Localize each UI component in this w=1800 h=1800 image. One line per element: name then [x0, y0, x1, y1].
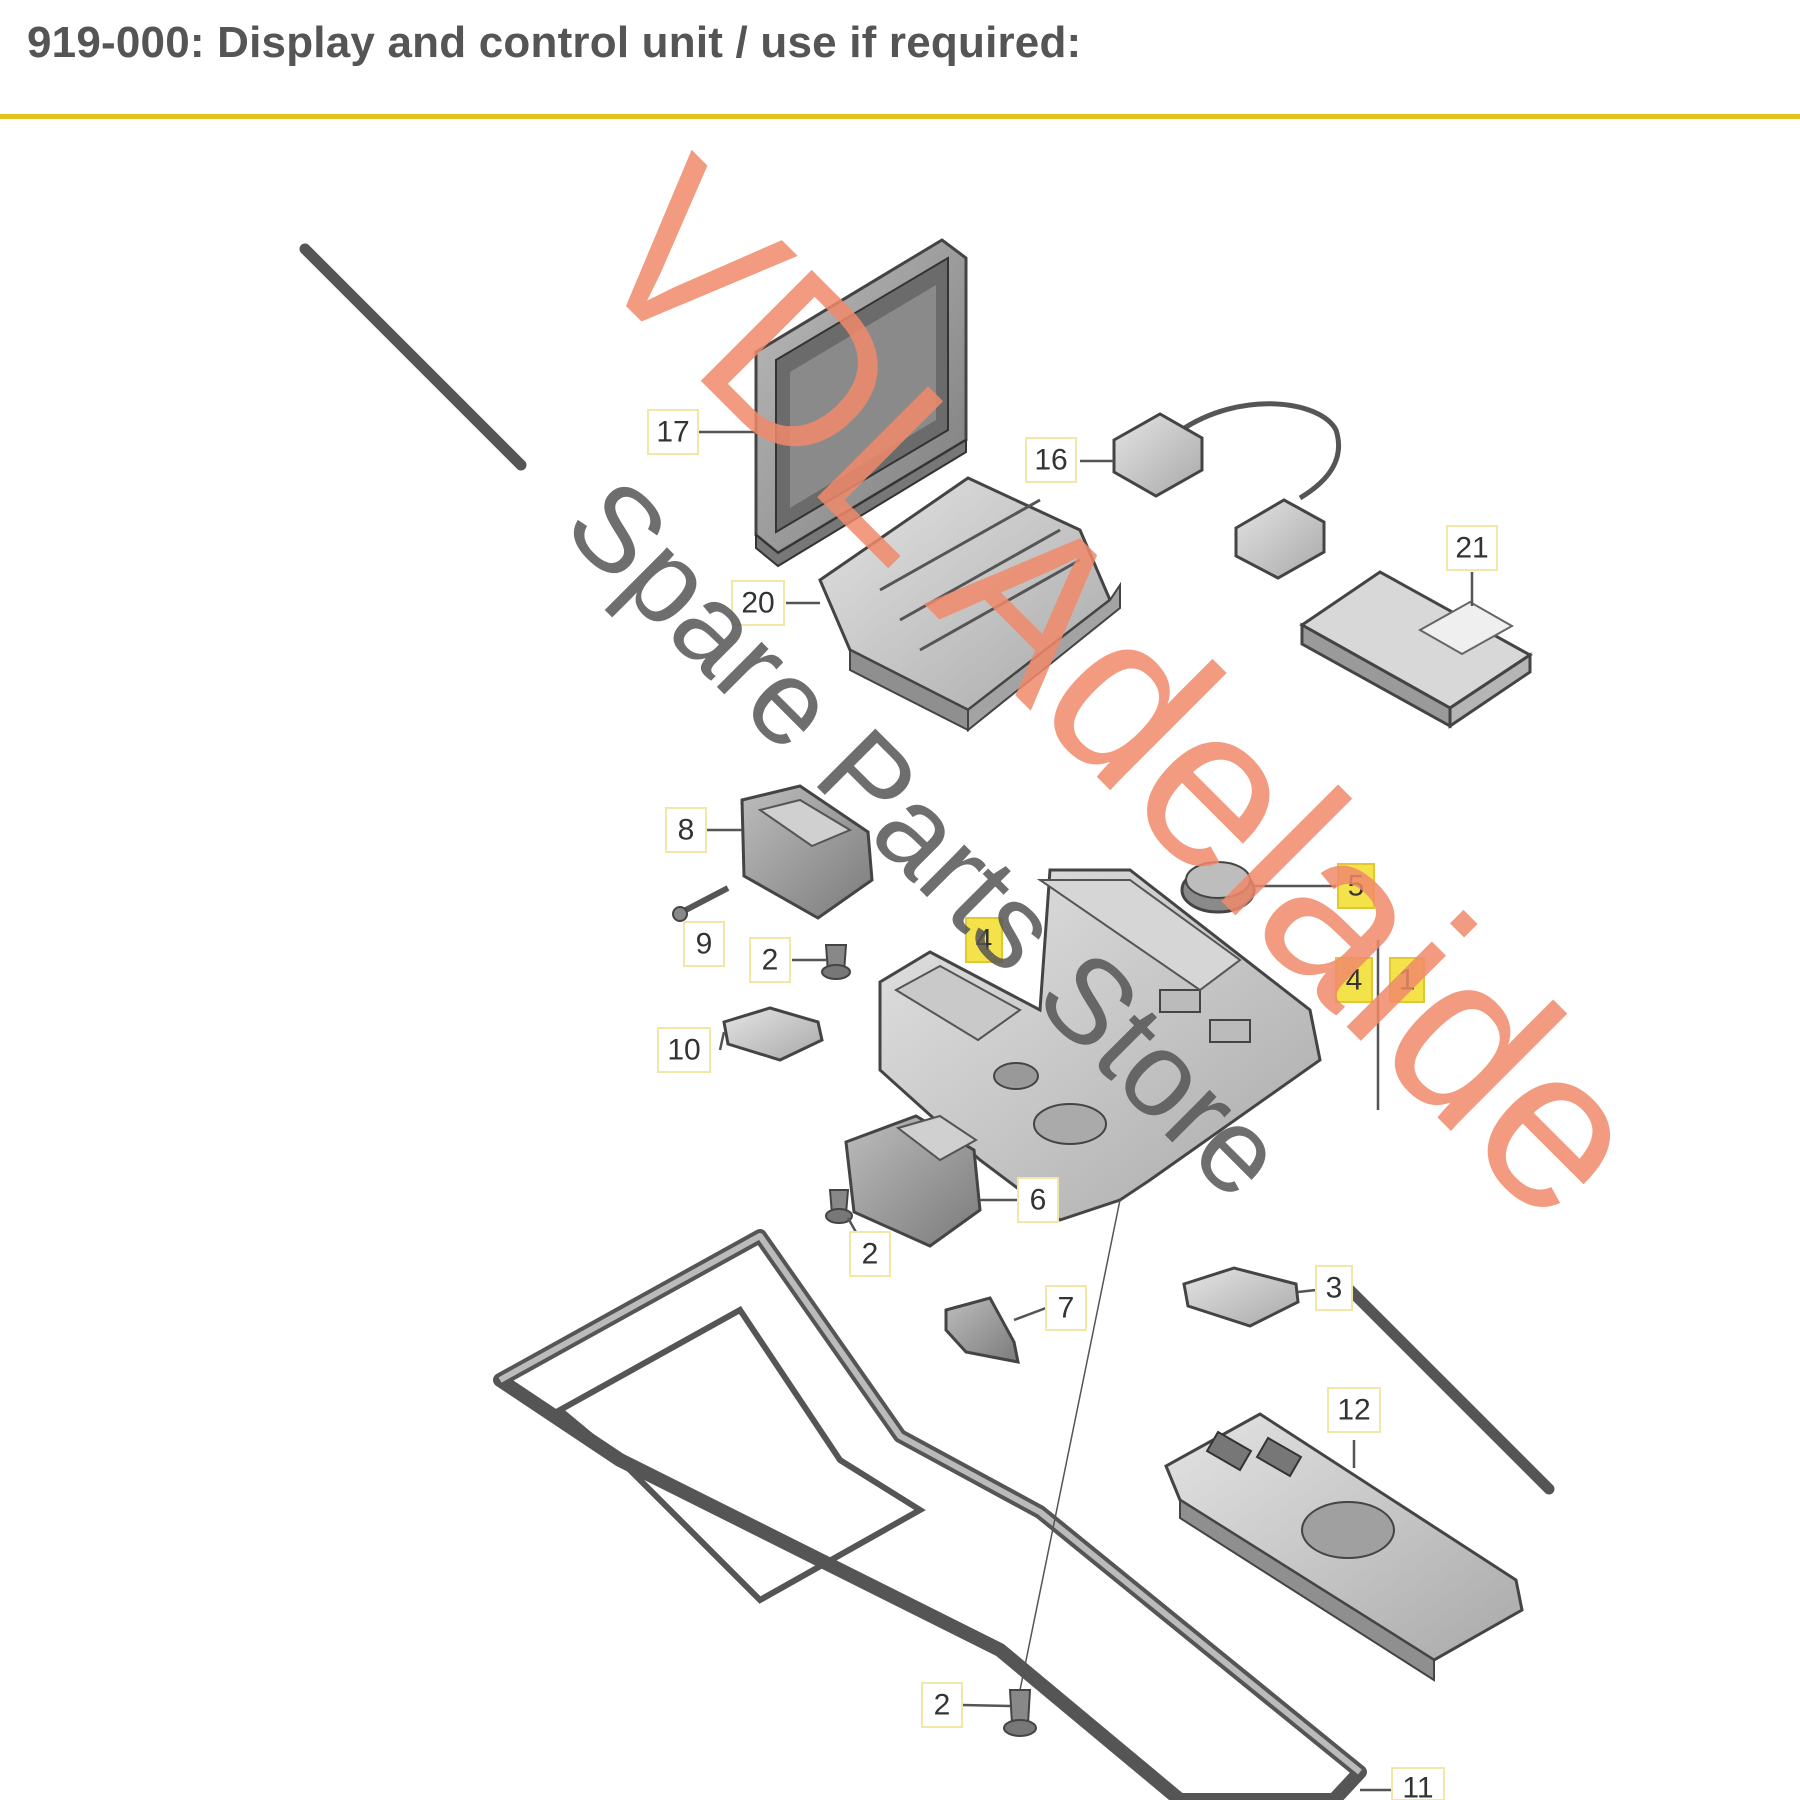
part-21-control-module [1299, 570, 1533, 729]
callout-10-box [657, 1027, 711, 1073]
callout-21-box [1446, 525, 1498, 571]
callout-16-label: 16 [1034, 444, 1067, 477]
part-2-bolt-a [821, 944, 851, 980]
callout-9: 9 [683, 921, 725, 967]
callout-21: 21 [1446, 525, 1498, 571]
callout-2-c: 2 [921, 1682, 963, 1728]
callout-12: 12 [1327, 1387, 1381, 1433]
part-2-bolt-b [825, 1189, 853, 1224]
callout-11-label: 11 [1402, 1772, 1433, 1800]
part-11-console-trim-frame [493, 1229, 1367, 1800]
callout-9-box [683, 921, 725, 967]
callout-8-label: 8 [678, 814, 695, 847]
callout-2-c-box [921, 1682, 963, 1728]
callout-17-label: 17 [656, 416, 689, 449]
callout-11-box [1391, 1767, 1445, 1800]
callout-5: 5 [1337, 863, 1375, 909]
part-20-housing [818, 476, 1121, 733]
callout-4-b: 4 [1335, 957, 1373, 1003]
callout-2-c-label: 2 [934, 1689, 951, 1722]
part-3-clip [1182, 1266, 1300, 1328]
page-header: 919-000: Display and control unit / use … [0, 0, 1800, 119]
callout-5-label: 5 [1348, 870, 1365, 903]
callout-2-a-label: 2 [762, 944, 779, 977]
callout-9-label: 9 [696, 928, 713, 961]
callout-2-a: 2 [749, 937, 791, 983]
part-17-display-screen [754, 238, 968, 568]
callout-4-a: 4 [965, 917, 1003, 963]
callout-2-b: 2 [849, 1231, 891, 1277]
part-console-control-unit [878, 868, 1322, 1222]
part-10-clip [722, 1006, 824, 1062]
part-12-remote-control [1164, 1412, 1524, 1682]
callout-20: 20 [731, 580, 785, 626]
callout-2-a-box [749, 937, 791, 983]
callout-3-label: 3 [1326, 1272, 1343, 1305]
part-5-knob [1180, 861, 1256, 914]
callout-7: 7 [1045, 1285, 1087, 1331]
callout-20-box [731, 580, 785, 626]
callout-2-b-box [849, 1231, 891, 1277]
callout-11: 11 [1391, 1767, 1445, 1800]
part-8-switch-unit [740, 784, 874, 920]
callout-21-label: 21 [1455, 532, 1488, 565]
callout-1-label: 1 [1399, 964, 1416, 997]
callout-4-a-box [965, 917, 1003, 963]
callout-16: 16 [1025, 437, 1077, 483]
header-rule [0, 114, 1800, 119]
part-9-screw [672, 885, 730, 922]
watermark-bar-bottom [1330, 1270, 1555, 1495]
callout-12-label: 12 [1337, 1394, 1370, 1427]
callout-17: 17 [647, 409, 699, 455]
callout-20-label: 20 [741, 587, 774, 620]
callout-8-box [665, 807, 707, 853]
callout-4-a-label: 4 [976, 924, 993, 957]
part-6-gear-selector [844, 1114, 982, 1248]
callout-3-box [1315, 1265, 1353, 1311]
parts-diagram: 17 16 21 20 8 9 2 10 4 5 4 1 [299, 119, 1696, 1800]
callout-3: 3 [1315, 1265, 1353, 1311]
page-title: 919-000: Display and control unit / use … [27, 18, 1082, 67]
callout-16-box [1025, 437, 1077, 483]
callout-5-box [1337, 863, 1375, 909]
part-7-trim-piece [944, 1296, 1020, 1364]
callout-4-b-box [1335, 957, 1373, 1003]
callout-6-box [1017, 1177, 1059, 1223]
callout-10-label: 10 [667, 1034, 700, 1067]
callout-7-box [1045, 1285, 1087, 1331]
watermark: VDL Adelaide Spare Parts Store [542, 119, 1696, 1266]
callout-17-box [647, 409, 699, 455]
callout-2-b-label: 2 [862, 1238, 879, 1271]
callout-6-label: 6 [1030, 1184, 1047, 1217]
callout-7-label: 7 [1058, 1292, 1075, 1325]
callout-8: 8 [665, 807, 707, 853]
callout-12-box [1327, 1387, 1381, 1433]
callout-6: 6 [1017, 1177, 1059, 1223]
part-16-cable-connector [1112, 401, 1342, 580]
part-2-bolt-c [1003, 1689, 1037, 1737]
watermark-bar-top [299, 243, 527, 471]
callout-10: 10 [657, 1027, 711, 1073]
callout-4-b-label: 4 [1346, 964, 1363, 997]
callout-1: 1 [1389, 957, 1425, 1003]
callout-1-box [1389, 957, 1425, 1003]
